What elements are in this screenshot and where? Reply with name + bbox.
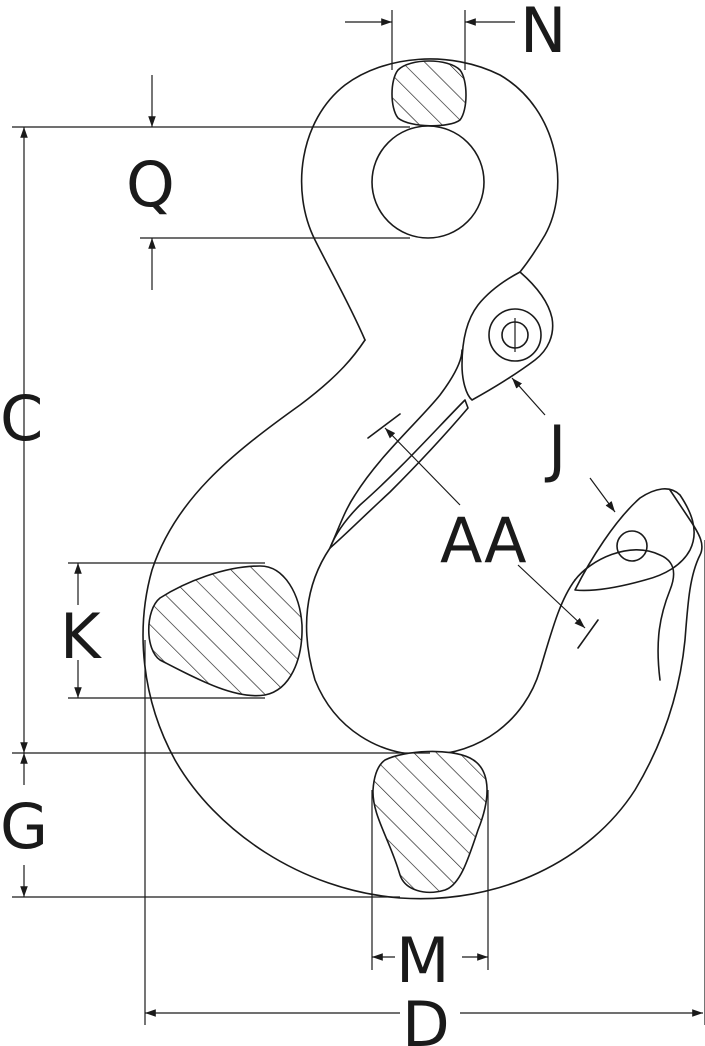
hook-shank-inner: [329, 349, 463, 549]
tip-keeper: [574, 488, 695, 592]
dimension-lines: [12, 10, 705, 1025]
label-aa: AA: [440, 504, 527, 577]
label-c: C: [0, 382, 43, 455]
section-m: [372, 750, 488, 894]
label-n: N: [520, 0, 566, 67]
latch-body: [461, 271, 554, 401]
section-n: [391, 60, 467, 127]
label-m: M: [396, 924, 450, 997]
label-j: J: [544, 412, 566, 485]
hook-inner-throat: [305, 547, 576, 756]
label-d: D: [402, 988, 450, 1046]
hook-tip-outline: [574, 549, 675, 681]
tip-keeper-hole: [616, 530, 648, 562]
label-g: G: [0, 790, 48, 863]
tip-keeper-outline: [574, 488, 695, 592]
section-k: [148, 565, 303, 697]
label-k: K: [60, 600, 102, 673]
latch-blade: [329, 399, 469, 549]
hook-eye-outline: [300, 58, 559, 341]
latch-pivot-outer: [488, 308, 542, 362]
hook-body: [142, 58, 703, 900]
safety-latch: [329, 271, 554, 549]
hook-outer-back: [142, 339, 703, 900]
label-q: Q: [126, 148, 175, 221]
hook-eye-hole: [371, 125, 485, 239]
